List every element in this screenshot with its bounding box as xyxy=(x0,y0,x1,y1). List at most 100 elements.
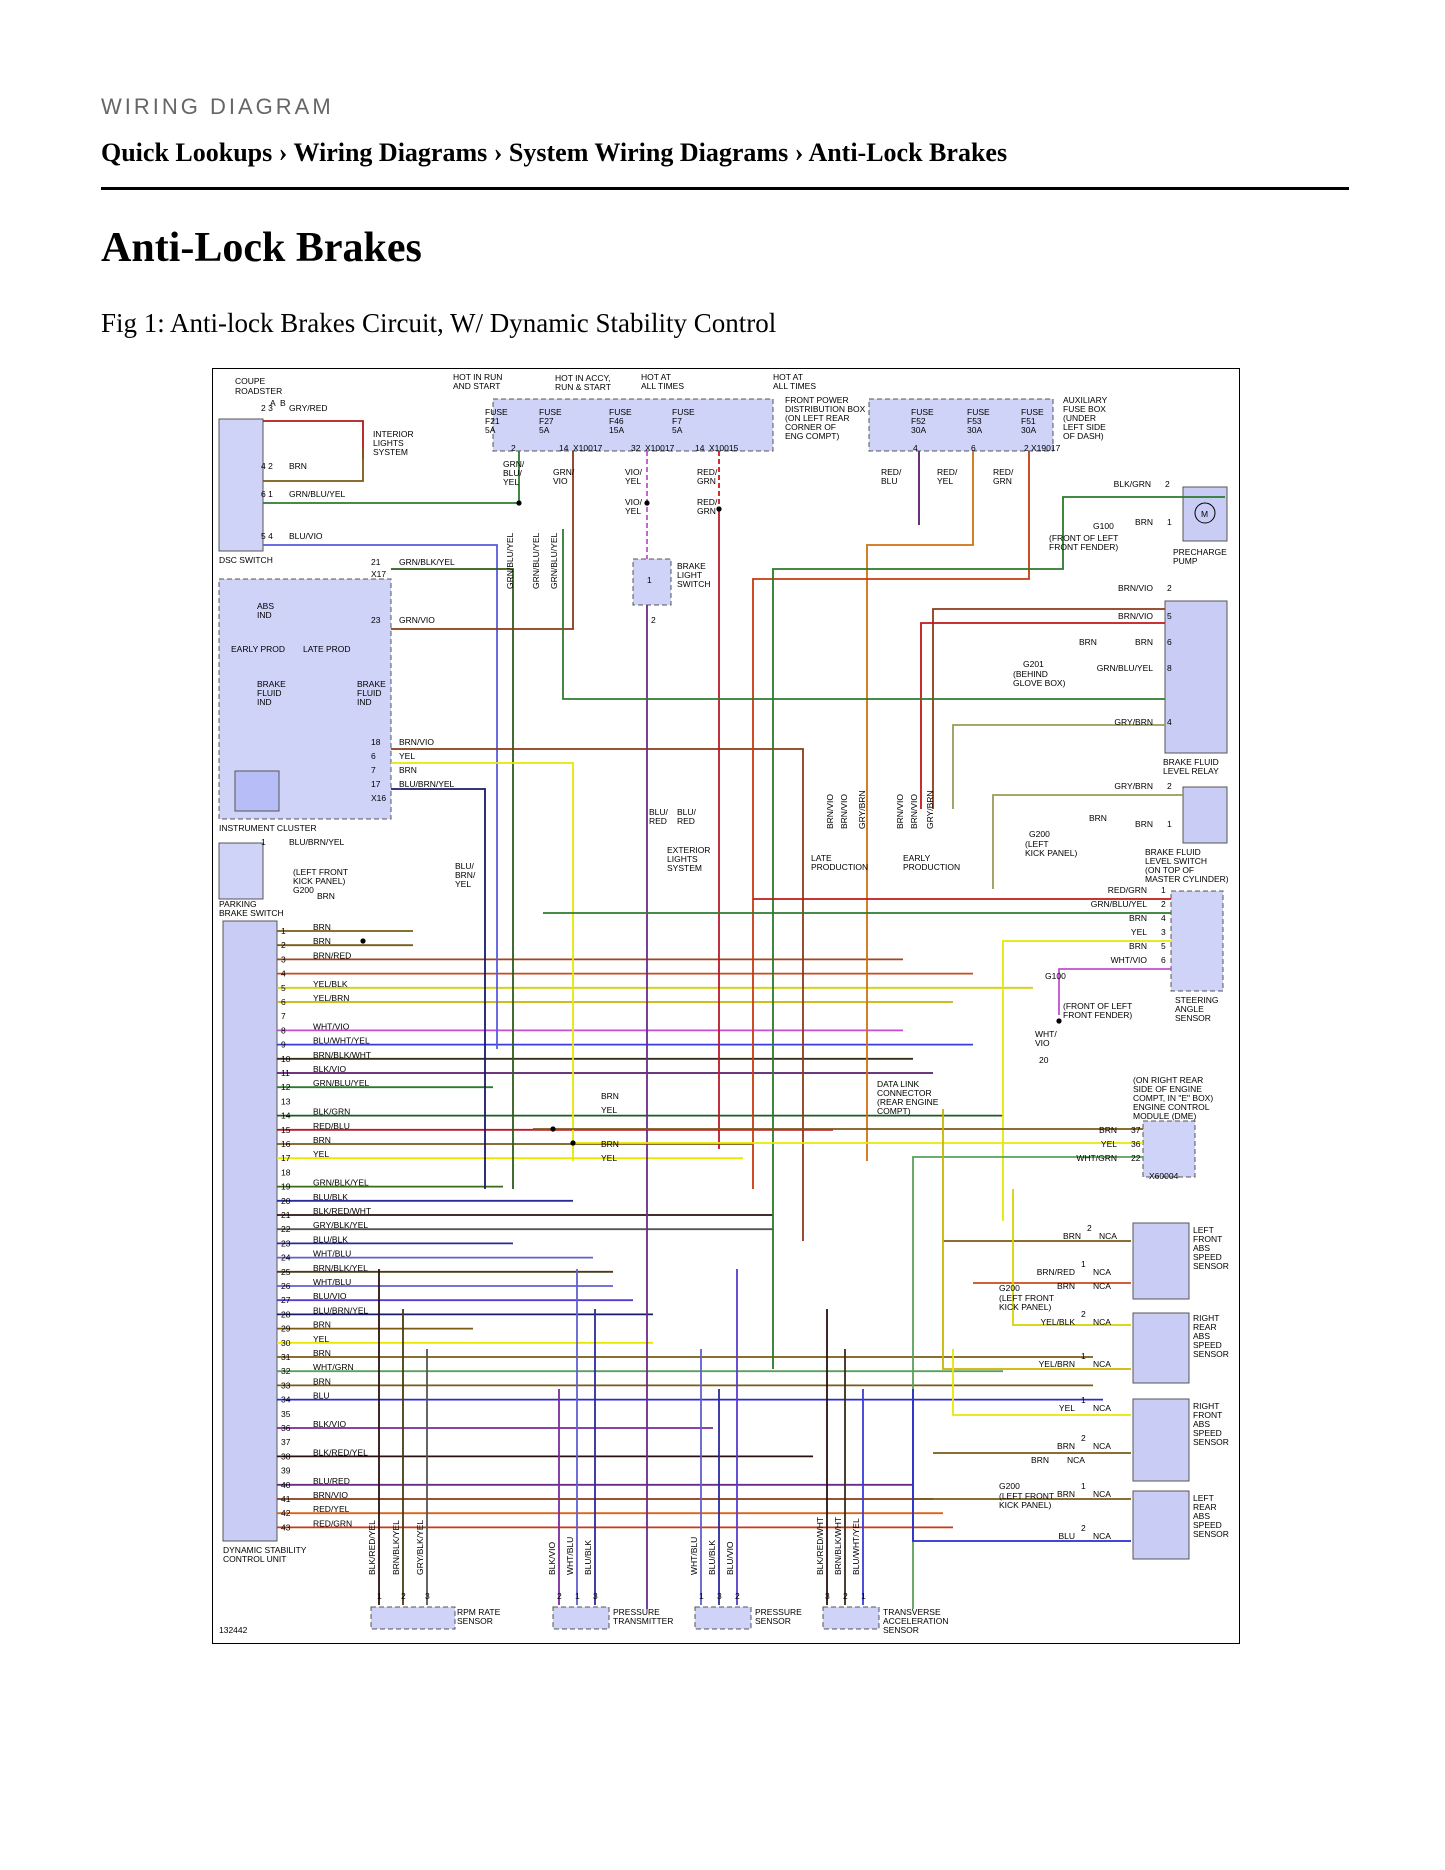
breadcrumb-wiring-diagrams[interactable]: Wiring Diagrams xyxy=(293,138,488,167)
sensor-nca-label: NCA xyxy=(1093,1317,1111,1327)
early-prod-label: EARLY PROD xyxy=(231,644,285,654)
dsc-pin-number: 7 xyxy=(281,1011,286,1021)
fuse-f7: 5A xyxy=(672,425,683,435)
ground-g200: G200 xyxy=(1029,829,1050,839)
ground-location: GLOVE BOX) xyxy=(1013,678,1066,688)
right-pin-number: 4 xyxy=(1161,913,1166,923)
left-rear-abs-label: REAR xyxy=(1193,1502,1217,1512)
wire-label-red-grn: GRN xyxy=(697,506,716,516)
splice-dot xyxy=(360,938,366,944)
sensor-wire-label: BRN xyxy=(1057,1281,1075,1291)
wire-label-blu-red: BLU/ xyxy=(649,807,669,817)
late-production-label: LATE xyxy=(811,853,832,863)
sensor-wire-label: BRN xyxy=(1031,1455,1049,1465)
dsc-pin-number: 28 xyxy=(281,1309,291,1319)
fuse-f21: F21 xyxy=(485,416,500,426)
auxiliary-fuse-box-label: LEFT SIDE xyxy=(1063,422,1106,432)
right-wire-label: GRY/BRN xyxy=(1114,717,1153,727)
dsc-pin-wire-label: BRN xyxy=(313,1135,331,1145)
sensor-pin-number: 2 xyxy=(1081,1433,1086,1443)
pin-number: 7 xyxy=(371,765,376,775)
wire-blu-vio xyxy=(263,544,498,1049)
left-rear-abs-label: LEFT xyxy=(1193,1493,1214,1503)
right-wire-label: BRN xyxy=(1099,1125,1117,1135)
dsc-pin-number: 33 xyxy=(281,1380,291,1390)
wire-gry-brn xyxy=(952,724,1165,809)
wire-yel xyxy=(952,1349,1131,1416)
wire-label-red-grn: GRN xyxy=(993,476,1012,486)
precharge-pump-label: PRECHARGE xyxy=(1173,547,1227,557)
right-wire-label: WHT/GRN xyxy=(1076,1153,1117,1163)
data-link-connector-label: (REAR ENGINE xyxy=(877,1097,939,1107)
wire-label-brn: BRN xyxy=(317,891,335,901)
right-pin-number: 6 xyxy=(1167,637,1172,647)
vertical-wire-label: BRN/VIO xyxy=(839,794,849,829)
sensor-wire-label: BLU/BLK xyxy=(707,1540,717,1575)
dsc-pin-number: 31 xyxy=(281,1352,291,1362)
breadcrumb-anti-lock-brakes[interactable]: Anti-Lock Brakes xyxy=(808,138,1008,167)
ground-g200: G200 xyxy=(293,885,314,895)
ground-g200: G200 xyxy=(999,1481,1020,1491)
sensor-wire-label: GRY/BLK/YEL xyxy=(415,1520,425,1575)
brake-fluid-indicator-label: BRAKE xyxy=(257,679,286,689)
fuse-f51: 30A xyxy=(1021,425,1036,435)
dsc-switch xyxy=(218,418,264,552)
wire-label-vio-yel: YEL xyxy=(625,506,641,516)
right-pin-number: 3 xyxy=(1161,927,1166,937)
vertical-wire-label: GRN/BLU/YEL xyxy=(531,533,541,589)
right-rear-abs-label: SENSOR xyxy=(1193,1349,1229,1359)
abs-indicator-label: ABS xyxy=(257,601,274,611)
interior-lights-label: SYSTEM xyxy=(373,447,408,457)
right-wire-label: GRN/BLU/YEL xyxy=(1091,899,1147,909)
breadcrumb-system-wiring-diagrams[interactable]: System Wiring Diagrams xyxy=(508,138,789,167)
vertical-wire-label: BRN/VIO xyxy=(895,794,905,829)
sensor-wire-label: BRN xyxy=(1057,1489,1075,1499)
dsc-pin-number: 32 xyxy=(281,1366,291,1376)
pin-number: 2 xyxy=(651,615,656,625)
dsc-pin-wire-label: YEL/BRN xyxy=(313,993,349,1003)
right-wire-label: GRN/BLU/YEL xyxy=(1097,663,1153,673)
left-front-abs-label: FRONT xyxy=(1193,1234,1222,1244)
wire-label: GRN/BLK/YEL xyxy=(399,557,455,567)
sensor-wire-label: BRN xyxy=(1057,1441,1075,1451)
brake-fluid-switch-label: (ON TOP OF xyxy=(1145,865,1194,875)
abs-indicator-label: IND xyxy=(257,610,272,620)
wire-label-brn: BRN xyxy=(1079,637,1097,647)
dsc-pin-number: 2 xyxy=(281,940,286,950)
transverse-sensor-label: TRANSVERSE xyxy=(883,1607,941,1617)
wire-gry-red xyxy=(263,420,364,459)
wire-label-red-yel: YEL xyxy=(937,476,953,486)
wire-label: BRN xyxy=(289,461,307,471)
brake-fluid-indicator-label: IND xyxy=(257,697,272,707)
breadcrumb-quick-lookups[interactable]: Quick Lookups xyxy=(101,138,273,167)
right-pin-number: 2 xyxy=(1167,781,1172,791)
data-link-connector-label: DATA LINK xyxy=(877,1079,920,1089)
right-rear-abs-sensor xyxy=(1132,1312,1190,1384)
header-divider xyxy=(101,187,1349,190)
sensor-wire-label: YEL/BLK xyxy=(1041,1317,1076,1327)
sensor-pin-number: 2 xyxy=(735,1591,740,1601)
splice-dot xyxy=(550,1126,556,1132)
dsc-pin-wire-label: GRY/BLK/YEL xyxy=(313,1220,368,1230)
wire-gry-brn xyxy=(992,794,1183,889)
connector-x16: X16 xyxy=(371,793,386,803)
right-pin-number: 37 xyxy=(1131,1125,1141,1135)
dsc-pin-number: 20 xyxy=(281,1196,291,1206)
dsc-pin-wire-label: GRN/BLK/YEL xyxy=(313,1178,369,1188)
precharge-pump-label: PUMP xyxy=(1173,556,1198,566)
brake-fluid-switch-label: BRAKE FLUID xyxy=(1145,847,1201,857)
pin-number: 18 xyxy=(371,737,381,747)
left-rear-abs-label: ABS xyxy=(1193,1511,1210,1521)
right-wire-label: WHT/VIO xyxy=(1111,955,1148,965)
ground-location: (LEFT FRONT xyxy=(293,867,348,877)
vertical-wire-label: BRN/VIO xyxy=(825,794,835,829)
sensor-pin-number: 1 xyxy=(699,1591,704,1601)
dsc-pin-wire-label: BLU/WHT/YEL xyxy=(313,1036,370,1046)
left-front-abs-sensor xyxy=(1132,1222,1190,1300)
ground-location: (FRONT OF LEFT xyxy=(1049,533,1118,543)
steering-angle-sensor-label: ANGLE xyxy=(1175,1004,1204,1014)
dsc-pin-number: 36 xyxy=(281,1423,291,1433)
wire-yel-blk xyxy=(1012,1189,1131,1326)
sensor-pin-number: 1 xyxy=(1081,1351,1086,1361)
